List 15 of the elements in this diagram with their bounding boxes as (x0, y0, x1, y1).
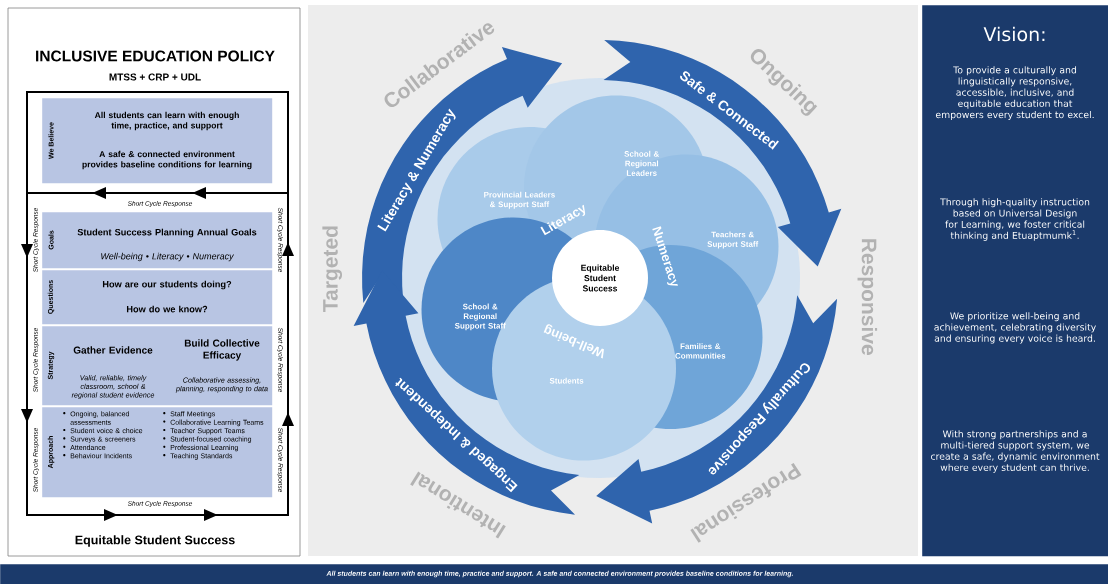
petal-label: Teachers & Support Staff (707, 231, 759, 249)
node-label: Gather Evidence (73, 346, 153, 354)
petal-label: Families & Communities (675, 343, 726, 359)
node-label: How do we know? (126, 305, 208, 313)
footer-heading: Equitable Student Success (75, 535, 235, 547)
title: INCLUSIVE EDUCATION POLICY (36, 50, 275, 62)
node-label: How are our students doing? (102, 280, 232, 290)
petal-label: School & Regional Leaders (624, 150, 659, 176)
ring-word: Responsive (857, 239, 878, 355)
node-label: Student Success Planning Annual Goals (77, 228, 257, 238)
node-label: Well-being • Literacy • Numeracy (101, 252, 235, 262)
node-label: Build Collective Efficacy (184, 339, 260, 361)
subtitle: MTSS + CRP + UDL (109, 73, 201, 81)
ring-word: Targeted (322, 226, 343, 312)
vision-panel: Vision: To provide a culturally and linguistically responsive, accessible, inclusive, and equitable education that empowers every student to excel. Through high-quality instruction based on Universal Design for Learning, we foster critical thinking and Etuaptmumk$^{1}$. We prioritize well-being and achievement, celebrating diversity and ensuring every voice is heard. With strong partnerships and a multi-tiered support system, we create a safe, dynamic environment where every student can thrive. (922, 5, 1108, 557)
